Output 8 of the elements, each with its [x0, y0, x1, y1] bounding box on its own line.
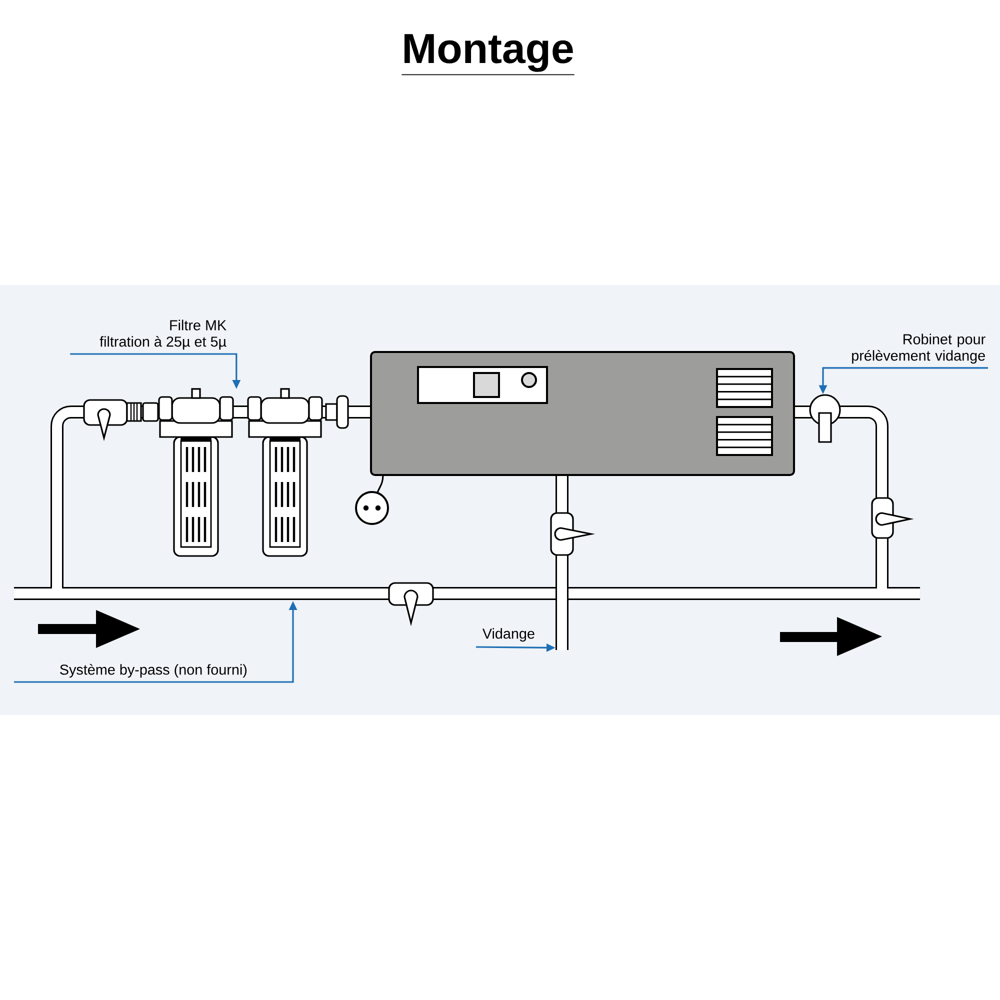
filter-housings — [158, 388, 323, 557]
callout-label: Système by-pass (non fourni) — [60, 664, 247, 678]
callout-label: Vidange — [482, 628, 534, 642]
callout-label: Robinet pour prélèvement vidange — [852, 334, 986, 364]
title: Montage — [401, 34, 575, 76]
power-socket — [355, 474, 389, 525]
callout-label: Filtre MK filtration à 25µ et 5µ — [100, 320, 226, 350]
sampling-valve — [809, 394, 841, 443]
